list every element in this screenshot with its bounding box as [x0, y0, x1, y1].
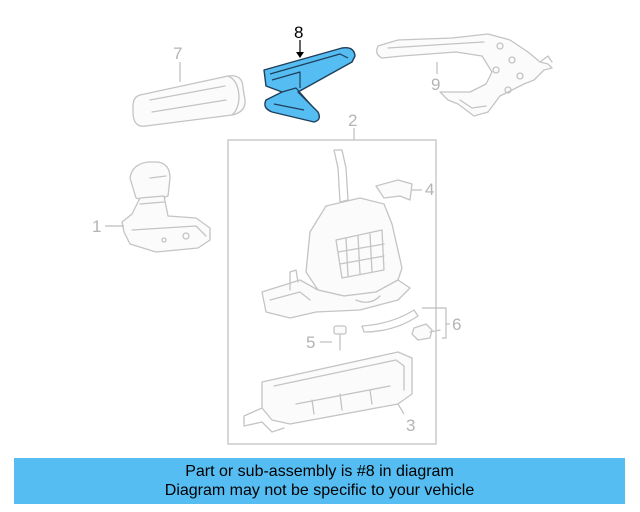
callout-5: 5 [306, 333, 315, 352]
part-1-shift-knob [121, 161, 211, 253]
callout-2: 2 [348, 111, 357, 130]
parts-diagram: 7 8 9 1 2 [92, 23, 553, 445]
info-banner: Part or sub-assembly is #8 in diagram Di… [14, 458, 625, 504]
callout-9: 9 [431, 75, 440, 94]
callout-6: 6 [452, 315, 461, 334]
part-6-cable-bolt [361, 309, 441, 341]
part-8-highlighted [263, 46, 356, 123]
shifter-mechanism [261, 149, 411, 319]
callout-7: 7 [173, 44, 182, 63]
callout-1: 1 [92, 217, 101, 236]
part-9-lever-assembly [376, 33, 553, 117]
part-7-handle-grip [132, 75, 246, 127]
part-2-assembly-frame [227, 139, 437, 445]
callout-3: 3 [406, 416, 415, 435]
callout-4: 4 [425, 180, 434, 199]
callout-8: 8 [294, 23, 303, 42]
part-3-base-housing [243, 351, 413, 433]
banner-line-disclaimer: Diagram may not be specific to your vehi… [164, 482, 475, 499]
banner-line-part-number: Part or sub-assembly is #8 in diagram [185, 463, 454, 480]
part-4-cover [375, 179, 413, 201]
part-5-bolt [333, 325, 347, 351]
